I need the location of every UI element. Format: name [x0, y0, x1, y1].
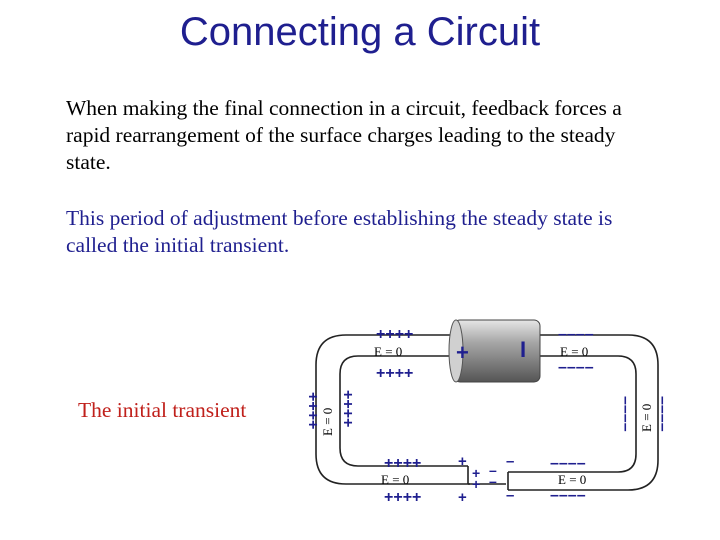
charges-top-left-inner: ++++: [376, 365, 413, 382]
field-label-top-right: E = 0: [560, 344, 588, 359]
charges-bottom-right-outer: ––––: [550, 487, 586, 504]
gap-plus-top: +: [458, 453, 467, 470]
diagram-caption: The initial transient: [78, 398, 247, 422]
paragraph-final-connection: When making the final connection in a ci…: [66, 96, 622, 174]
battery: [448, 319, 541, 383]
charges-bottom-left-inner: ++++: [384, 455, 421, 472]
field-label-bottom-right: E = 0: [558, 472, 586, 487]
battery-minus-sign: I: [520, 337, 526, 362]
field-label-bottom-left: E = 0: [381, 472, 409, 487]
field-label-left: E = 0: [320, 408, 335, 436]
circuit-diagram: + I ++++ ++++ E = 0 –––– –––– E = 0 ++++…: [304, 319, 671, 506]
gap-minus-2: –: [489, 473, 497, 489]
field-label-top-left: E = 0: [374, 344, 402, 359]
wire-inner: [339, 355, 637, 473]
wire-outer: [315, 334, 659, 491]
paragraph-initial-transient: This period of adjustment before establi…: [66, 206, 613, 257]
charges-bottom-left-outer: ++++: [384, 489, 421, 506]
battery-plus-sign: +: [456, 340, 469, 365]
charges-top-right-inner: ––––: [558, 359, 594, 376]
gap-plus-2: +: [472, 476, 480, 492]
gap-minus-1: –: [489, 462, 497, 478]
gap-minus-top: –: [506, 453, 514, 470]
gap-plus-bottom: +: [458, 489, 467, 506]
field-label-right: E = 0: [639, 404, 654, 432]
gap-minus-bottom: –: [506, 487, 514, 504]
charges-left-inner: ++++: [339, 390, 356, 427]
gap-plus-1: +: [472, 465, 480, 481]
charges-right-outer: ––––: [654, 396, 671, 432]
charges-top-left-outer: ++++: [376, 326, 413, 343]
charges-bottom-right-inner: ––––: [550, 455, 586, 472]
charges-right-inner: ––––: [617, 396, 634, 432]
slide-title: Connecting a Circuit: [179, 10, 541, 54]
charges-top-right-outer: ––––: [558, 326, 594, 343]
charges-left-outer: ++++: [304, 392, 321, 429]
